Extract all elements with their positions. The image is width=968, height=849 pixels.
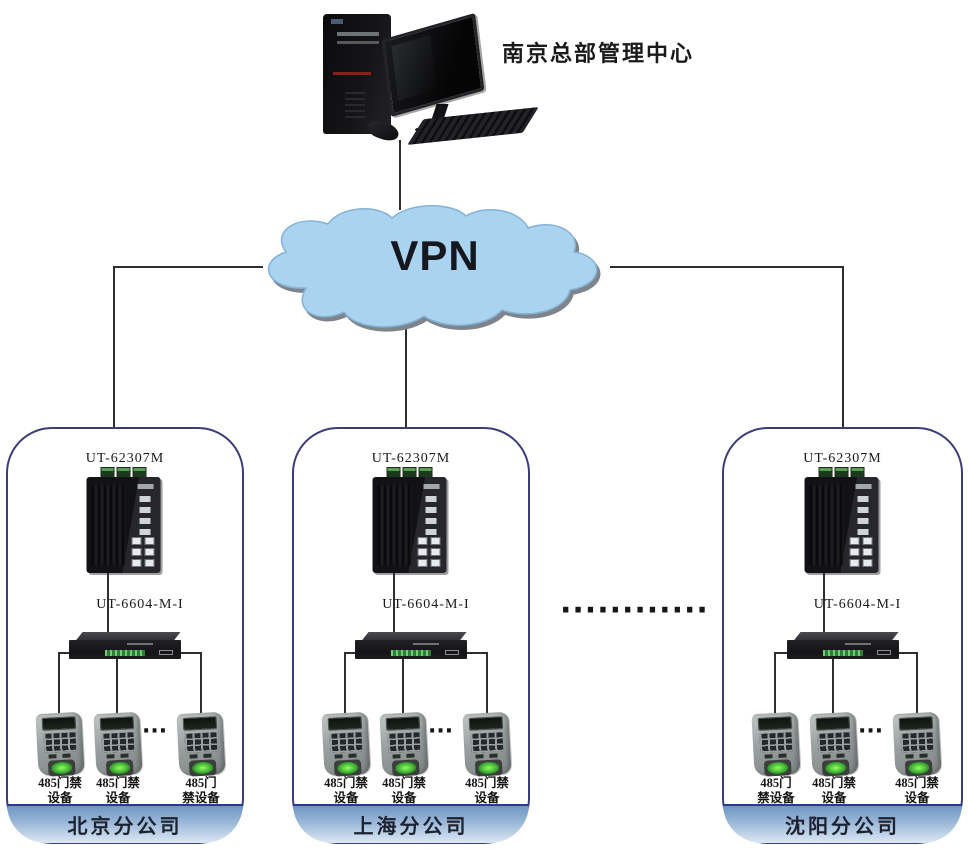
more-readers-ellipsis: ··· (858, 719, 884, 744)
access-reader-icon (35, 711, 85, 777)
serial-converter-icon (355, 632, 467, 660)
wire-vpn-to-shenyang (842, 266, 844, 427)
switch-sfp-ports (425, 495, 437, 535)
pc-keyboard-icon (407, 107, 539, 145)
access-reader-icon (892, 711, 942, 777)
wire-switch-to-converter (107, 549, 109, 637)
switch-rj45-ports (849, 537, 873, 567)
wire-vpn-to-shanghai (405, 325, 407, 427)
branch-box-shenyang: UT-62307M UT-6604-M-I (722, 427, 963, 844)
switch-sfp-ports (857, 495, 869, 535)
converter-model-label: UT-6604-M-I (813, 597, 902, 612)
fingerprint-sensor (191, 761, 214, 775)
fingerprint-sensor (766, 761, 789, 775)
switch-model-label: UT-62307M (803, 451, 882, 466)
more-readers-ellipsis: ··· (428, 719, 454, 744)
reader-label: 485门禁设备 (382, 776, 426, 805)
hq-computer-icon (315, 8, 539, 148)
fingerprint-sensor (394, 761, 417, 775)
reader-label: 485门禁设备 (812, 776, 856, 805)
serial-converter-icon (69, 632, 181, 660)
access-reader-icon (176, 711, 226, 777)
reader-label: 485门禁设备 (182, 776, 220, 805)
branch-box-beijing: UT-62307M UT-6604-M-I (6, 427, 244, 844)
pc-monitor-icon (381, 12, 485, 118)
industrial-switch-icon (372, 467, 447, 573)
branch-name-banner: 沈阳分公司 (723, 804, 962, 843)
switch-rj45-ports (131, 537, 155, 567)
wire-vpn-right (610, 266, 844, 268)
access-reader-icon (462, 711, 512, 777)
reader-label: 485门禁设备 (38, 776, 82, 805)
vpn-label: VPN (390, 232, 480, 279)
switch-sfp-ports (139, 495, 151, 535)
wire-vpn-left (113, 266, 263, 268)
access-reader-icon (809, 711, 859, 777)
access-reader-icon (321, 711, 371, 777)
wire-vpn-to-beijing (113, 266, 115, 427)
reader-label: 485门禁设备 (324, 776, 368, 805)
vpn-cloud (267, 205, 598, 328)
fingerprint-sensor (50, 761, 73, 775)
converter-model-label: UT-6604-M-I (96, 597, 184, 612)
wire-switch-to-converter (823, 549, 825, 637)
branch-name-banner: 北京分公司 (7, 804, 243, 843)
pc-mouse-icon (365, 117, 401, 144)
pc-logo (331, 19, 343, 24)
hq-label: 南京总部管理中心 (502, 41, 695, 66)
pc-tower-icon (323, 14, 391, 134)
fingerprint-sensor (824, 761, 847, 775)
fingerprint-sensor (907, 761, 930, 775)
wire-hq-to-vpn (399, 140, 401, 210)
reader-label: 485门禁设备 (465, 776, 509, 805)
industrial-switch-icon (86, 467, 161, 573)
serial-converter-icon (786, 632, 899, 660)
fingerprint-sensor (108, 761, 131, 775)
reader-label: 485门禁设备 (96, 776, 140, 805)
reader-label: 485门禁设备 (757, 776, 795, 805)
access-reader-icon (751, 711, 801, 777)
switch-model-label: UT-62307M (85, 451, 165, 466)
fingerprint-sensor (336, 761, 359, 775)
fingerprint-sensor (477, 761, 500, 775)
branch-name-banner: 上海分公司 (293, 804, 529, 843)
industrial-switch-icon (804, 467, 879, 573)
access-reader-icon (93, 711, 143, 777)
switch-model-label: UT-62307M (371, 451, 451, 466)
more-readers-ellipsis: ··· (142, 719, 168, 744)
switch-rj45-ports (417, 537, 441, 567)
wire-switch-to-converter (393, 549, 395, 637)
access-reader-icon (379, 711, 429, 777)
branch-box-shanghai: UT-62307M UT-6604-M-I (292, 427, 530, 844)
more-branches-ellipsis: ············ (560, 593, 709, 628)
converter-model-label: UT-6604-M-I (382, 597, 470, 612)
reader-label: 485门禁设备 (895, 776, 939, 805)
